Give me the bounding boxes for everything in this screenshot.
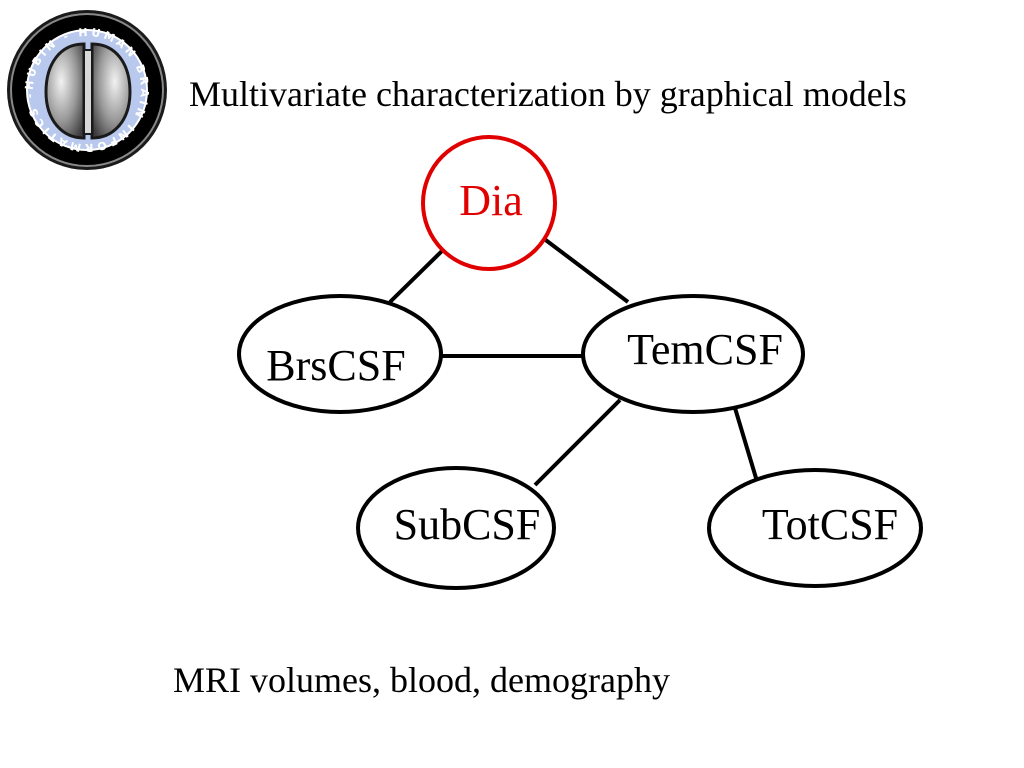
node-brscsf-label: BrsCSF <box>266 341 405 390</box>
node-temcsf: TemCSF <box>581 294 805 414</box>
edge-temcsf-subcsf <box>533 398 622 487</box>
node-brscsf: BrsCSF <box>237 294 443 414</box>
edge-temcsf-totcsf <box>733 407 758 479</box>
hubin-logo: HUBIN - HUMAN BRAIN INFORMATICS - <box>7 10 167 170</box>
node-brscsf-ellipse <box>237 294 443 414</box>
graph-edges <box>388 236 758 487</box>
node-subcsf: SubCSF <box>356 466 556 590</box>
node-dia-label: Dia <box>459 176 523 225</box>
slide-caption: MRI volumes, blood, demography <box>173 660 670 700</box>
node-totcsf-ellipse <box>707 468 923 588</box>
node-totcsf-label: TotCSF <box>762 500 898 549</box>
node-totcsf: TotCSF <box>707 468 923 588</box>
brain-icon <box>44 42 132 140</box>
node-subcsf-ellipse <box>356 466 556 590</box>
slide-title: Multivariate characterization by graphic… <box>189 74 907 114</box>
edge-dia-brscsf <box>388 246 447 304</box>
node-temcsf-label: TemCSF <box>627 325 783 374</box>
node-subcsf-label: SubCSF <box>394 500 541 549</box>
node-dia: Dia <box>421 135 557 271</box>
node-temcsf-ellipse <box>581 294 805 414</box>
edge-dia-temcsf <box>541 236 630 304</box>
node-dia-circle <box>421 135 557 271</box>
